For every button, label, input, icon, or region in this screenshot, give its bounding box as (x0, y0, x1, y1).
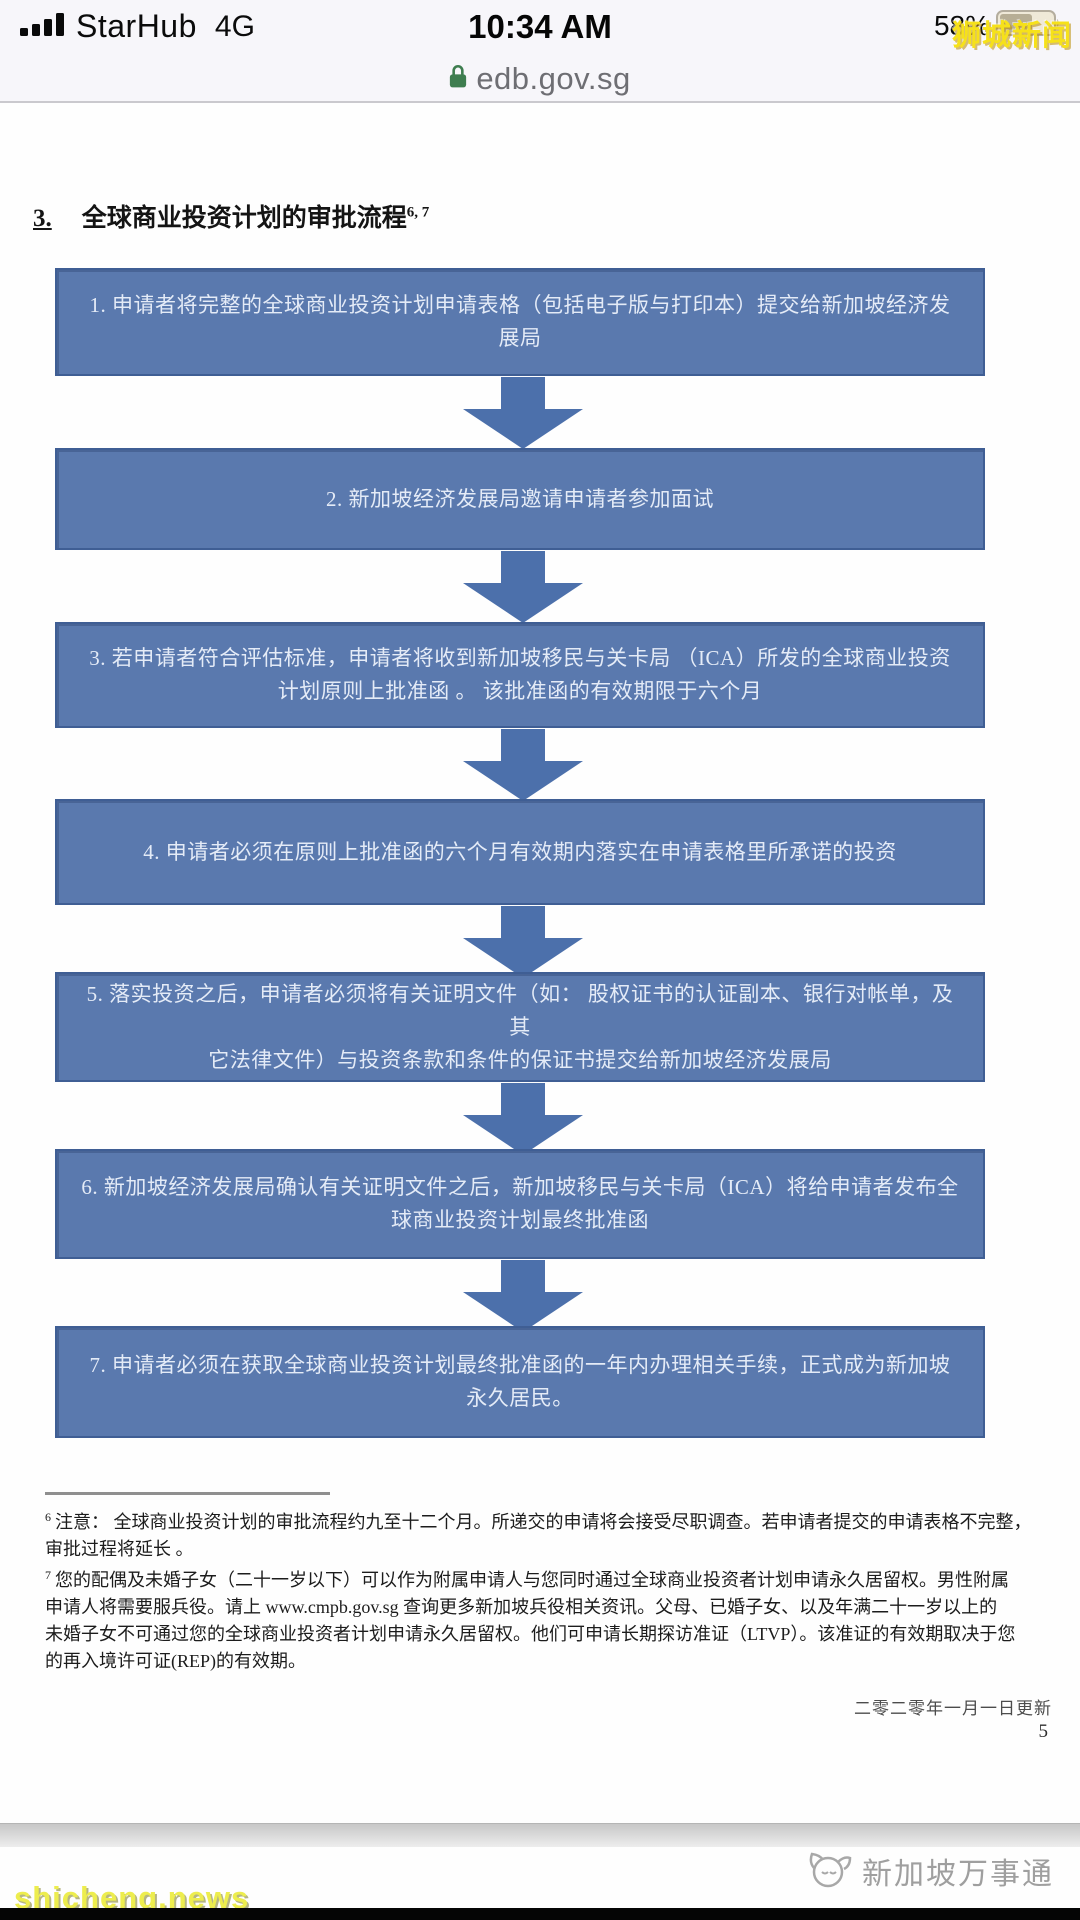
status-bar: StarHub 4G 10:34 AM 58% 狮城新闻 (0, 0, 1080, 56)
flow-step-3-text: 3. 若申请者符合评估标准，申请者将收到新加坡移民与关卡局 （ICA）所发的全球… (89, 646, 951, 703)
status-bar-right: 58% (934, 8, 1062, 43)
flow-step-6-text: 6. 新加坡经济发展局确认有关证明文件之后，新加坡移民与关卡局（ICA）将给申请… (81, 1175, 959, 1232)
flow-step-2-text: 2. 新加坡经济发展局邀请申请者参加面试 (326, 486, 714, 511)
flow-step-2: 2. 新加坡经济发展局邀请申请者参加面试 (55, 448, 985, 550)
document-footer: 二零二零年一月一日更新 5 (854, 1694, 1052, 1743)
flow-step-3: 3. 若申请者符合评估标准，申请者将收到新加坡移民与关卡局 （ICA）所发的全球… (55, 622, 985, 728)
down-arrow-icon (463, 906, 583, 978)
down-arrow-icon (463, 377, 583, 449)
signal-strength-icon (20, 12, 66, 41)
status-bar-left: StarHub 4G (20, 8, 255, 45)
down-arrow-icon (463, 1083, 583, 1155)
title-number: 3. (33, 205, 52, 232)
news-watermark-top: 狮城新闻 (951, 20, 1072, 52)
title-text: 全球商业投资计划的审批流程 (81, 205, 407, 232)
url-bar[interactable]: edb.gov.sg (0, 56, 1080, 103)
footnote-7-marker: 7 (45, 1568, 51, 1582)
battery-icon (996, 8, 1062, 43)
flow-step-4: 4. 申请者必须在原则上批准函的六个月有效期内落实在申请表格里所承诺的投资 (55, 799, 985, 905)
down-arrow-icon (463, 1260, 583, 1332)
flow-step-5-text: 5. 落实投资之后，申请者必须将有关证明文件（如： 股权证书的认证副本、银行对帐… (86, 981, 954, 1072)
bottom-black-bar (0, 1908, 1080, 1920)
down-arrow-icon (463, 551, 583, 623)
title-footnote-refs: 6, 7 (406, 204, 430, 221)
last-updated-label: 二零二零年一月一日更新 (854, 1699, 1052, 1718)
footnote-separator (45, 1492, 330, 1495)
clock-time: 10:34 AM (468, 8, 612, 45)
carrier-label: StarHub (76, 8, 197, 44)
brand-name: 新加坡万事通 (862, 1858, 1054, 1891)
flow-step-6: 6. 新加坡经济发展局确认有关证明文件之后，新加坡移民与关卡局（ICA）将给申请… (55, 1149, 985, 1259)
flow-step-1-text: 1. 申请者将完整的全球商业投资计划申请表格（包括电子版与打印本）提交给新加坡经… (89, 293, 951, 350)
url-domain: edb.gov.sg (476, 60, 631, 96)
battery-percent-label: 58% (933, 9, 990, 41)
flow-step-1: 1. 申请者将完整的全球商业投资计划申请表格（包括电子版与打印本）提交给新加坡经… (55, 268, 985, 376)
mascot-logo-icon (808, 1848, 854, 1895)
footnote-7-text: 您的配偶及未婚子女（二十一岁以下）可以作为附属申请人与您同时通过全球商业投资者计… (45, 1570, 1016, 1671)
flow-step-4-text: 4. 申请者必须在原则上批准函的六个月有效期内落实在申请表格里所承诺的投资 (143, 839, 897, 864)
flow-step-7-text: 7. 申请者必须在获取全球商业投资计划最终批准函的一年内办理相关手续，正式成为新… (89, 1353, 951, 1410)
lock-icon (449, 63, 467, 94)
flow-step-5: 5. 落实投资之后，申请者必须将有关证明文件（如： 股权证书的认证副本、银行对帐… (55, 972, 985, 1082)
network-type-label: 4G (214, 9, 255, 43)
page-number: 5 (1038, 1721, 1049, 1742)
flow-step-7: 7. 申请者必须在获取全球商业投资计划最终批准函的一年内办理相关手续，正式成为新… (55, 1326, 985, 1438)
document-title: 3. 全球商业投资计划的审批流程6, 7 (33, 198, 429, 234)
footnote-6-marker: 6 (45, 1510, 51, 1524)
brand-row: 新加坡万事通 (808, 1848, 1054, 1894)
down-arrow-icon (463, 729, 583, 801)
footnote-6-text: 注意： 全球商业投资计划的审批流程约九至十二个月。所递交的申请将会接受尽职调查。… (45, 1512, 1032, 1559)
page-edge-divider (0, 1823, 1080, 1847)
